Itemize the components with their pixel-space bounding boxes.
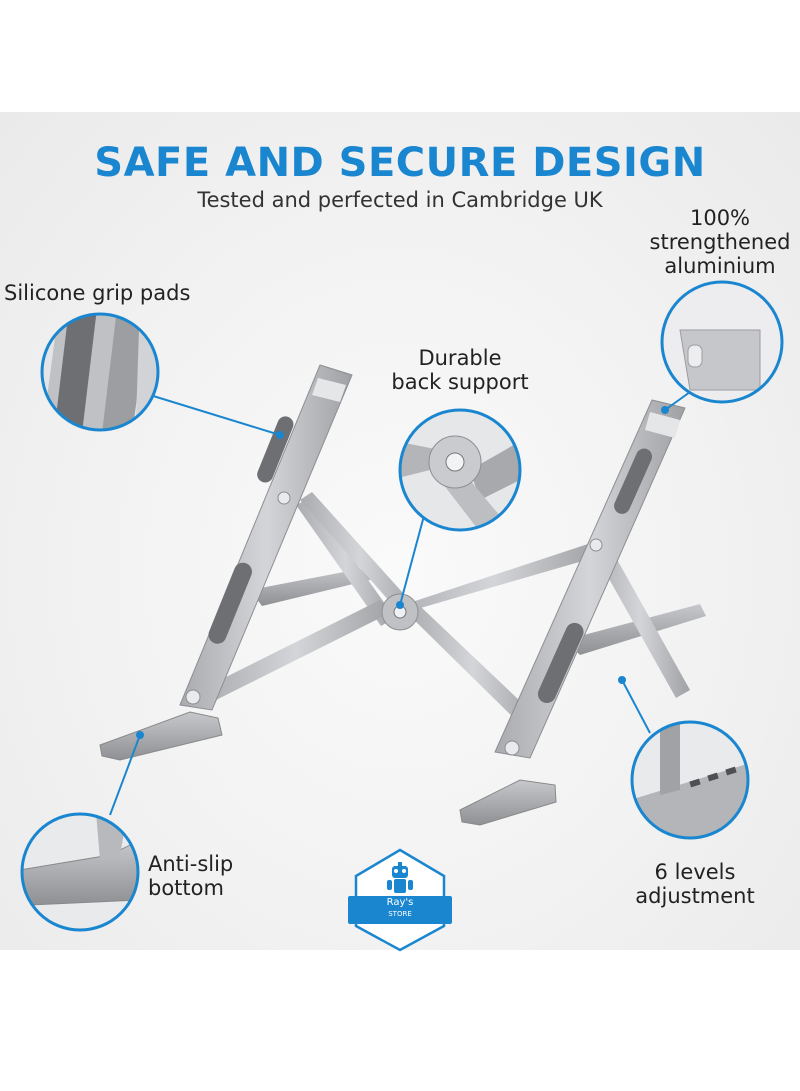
headline: SAFE AND SECURE DESIGN — [94, 140, 706, 186]
callout-dot-levels — [618, 676, 626, 684]
cross-brace — [300, 492, 600, 728]
left-stand — [99, 364, 395, 761]
callout-back-line2: back support — [391, 370, 529, 394]
callout-silicone-grip-pads: Silicone grip pads — [4, 281, 191, 305]
robot-icon — [387, 862, 413, 893]
callout-alu-line3: aluminium — [664, 254, 776, 278]
callout-back-support: Durable back support — [380, 346, 540, 394]
zoom-circle-back-support — [398, 408, 522, 532]
store-logo-name: Ray's — [386, 897, 414, 908]
right-stand — [459, 399, 690, 826]
callout-back-line1: Durable — [418, 346, 502, 370]
callout-anti-slip-bottom: Anti-slip bottom — [148, 852, 233, 900]
left-grip-pad-lower — [208, 562, 252, 644]
callout-antislip-line1: Anti-slip — [148, 852, 234, 876]
right-grip-pad-lower — [537, 622, 584, 704]
base-rear-right — [565, 604, 706, 655]
callout-dot-grip — [276, 431, 284, 439]
callout-levels-line2: adjustment — [635, 884, 755, 908]
callout-levels-line1: 6 levels — [654, 860, 736, 884]
callout-6-levels: 6 levels adjustment — [620, 860, 770, 908]
callout-aluminium: 100% strengthened aluminium — [640, 206, 800, 278]
store-logo-subtitle: STORE — [388, 910, 412, 918]
callout-alu-line2: strengthened — [649, 230, 791, 254]
callout-dot-aluminium — [661, 406, 669, 414]
callout-dot-bottom — [136, 731, 144, 739]
right-grip-pad-upper — [614, 448, 653, 514]
zoom-circle-grip-pads — [40, 312, 160, 432]
callout-dot-back — [396, 601, 404, 609]
store-logo — [348, 848, 452, 952]
callout-alu-line1: 100% — [689, 206, 751, 230]
callout-leader-lines — [109, 391, 691, 816]
zoom-circle-levels — [630, 720, 750, 840]
subheadline: Tested and perfected in Cambridge UK — [197, 188, 603, 212]
zoom-circle-aluminium — [660, 280, 784, 404]
left-grip-pad-upper — [257, 416, 294, 483]
zoom-circle-anti-slip — [20, 812, 140, 932]
callout-antislip-line2: bottom — [148, 876, 224, 900]
